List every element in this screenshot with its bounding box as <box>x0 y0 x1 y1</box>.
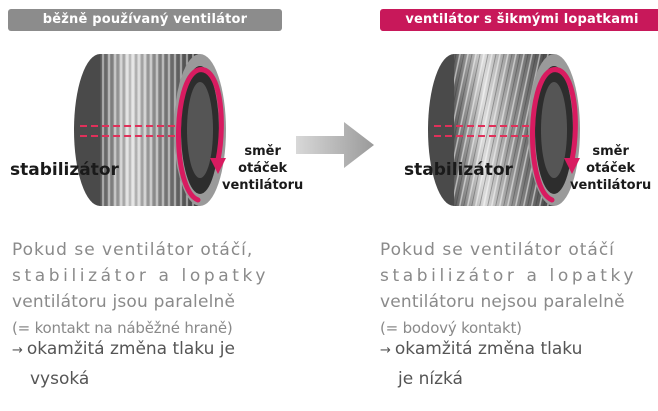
stabilizer-label: stabilizátor <box>10 160 119 180</box>
stabilizer-line-marker <box>80 125 180 137</box>
right-arrow-icon <box>296 122 374 168</box>
rotation-direction-label: směr otáček ventilátoru <box>222 144 304 193</box>
skewed-blade-fan-description: Pokud se ventilátor otáčí stabilizátor a… <box>380 240 638 337</box>
rotation-arrow-icon <box>530 67 580 203</box>
small-arrow-icon: → <box>12 343 23 358</box>
standard-fan-description: Pokud se ventilátor otáčí, stabilizátor … <box>12 240 270 337</box>
skewed-blade-fan-result: →okamžitá změna tlaku je nízká <box>380 339 583 389</box>
small-arrow-icon: → <box>380 343 391 358</box>
rotation-direction-label: směr otáček ventilátoru <box>570 144 652 193</box>
skewed-blade-fan-tag: ventilátor s šikmými lopatkami <box>380 9 658 31</box>
skewed-blade-fan-panel: ventilátor s šikmými lopatkami sta <box>374 0 658 411</box>
stabilizer-line-marker <box>434 125 534 137</box>
standard-fan-tag: běžně používaný ventilátor <box>8 9 282 31</box>
stabilizer-label: stabilizátor <box>404 160 513 180</box>
standard-fan-result: →okamžitá změna tlaku je vysoká <box>12 339 235 389</box>
rotation-arrow-icon <box>176 67 226 203</box>
standard-fan-panel: běžně používaný ventilátor <box>0 0 304 411</box>
